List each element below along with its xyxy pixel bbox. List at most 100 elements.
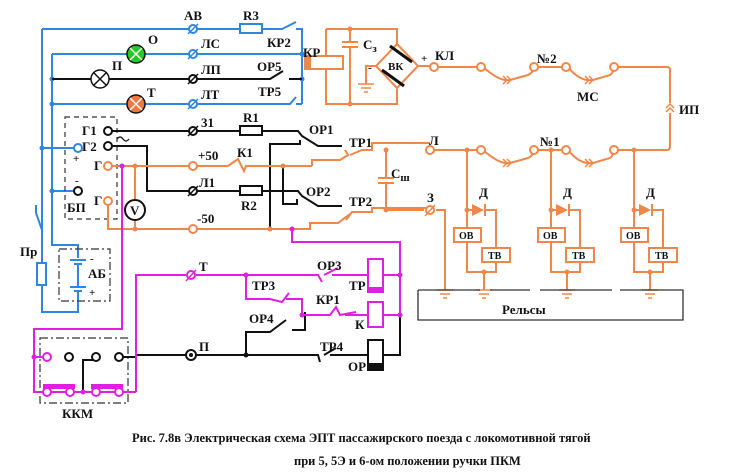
label-or-coil: ОР <box>348 359 366 374</box>
label-kr1: КР1 <box>316 292 340 307</box>
label-g2: Г2 <box>82 139 97 154</box>
lamp-t <box>126 94 146 114</box>
label-no1: №1 <box>540 134 560 149</box>
label-or2: ОР2 <box>306 184 331 199</box>
label-ms: МС <box>577 89 599 104</box>
terminal-t <box>185 269 197 282</box>
label-tr5: ТР5 <box>258 84 282 99</box>
label-ab-plus: + <box>89 287 95 299</box>
label-l: Л <box>429 133 439 148</box>
terminal-plus50 <box>188 161 198 171</box>
label-ov-2: ОВ <box>543 231 558 242</box>
lamp-p <box>52 69 302 89</box>
figure-caption-line1: Рис. 7.8в Электрическая схема ЭПТ пассаж… <box>132 431 591 445</box>
label-lamp-p: П <box>112 58 122 73</box>
terminal-lt <box>187 98 199 110</box>
terminal-l1 <box>187 185 199 197</box>
terminal-31 <box>187 125 199 137</box>
label-lamp-o: О <box>148 32 158 47</box>
ov-box-3 <box>620 227 649 243</box>
tv-box-3 <box>648 247 678 263</box>
label-ov-3: ОВ <box>626 231 641 242</box>
label-d-1: Д <box>479 185 488 200</box>
label-pr: Пр <box>20 244 37 259</box>
label-r2: R2 <box>241 198 257 213</box>
label-31: 31 <box>201 115 214 130</box>
label-bp: БП <box>67 200 86 215</box>
rails-box <box>417 289 684 321</box>
label-kr: КР <box>303 45 320 60</box>
lamp-o <box>126 44 146 64</box>
label-k-coil: К <box>355 317 365 332</box>
label-voltmeter: V <box>130 203 140 218</box>
label-lamp-t: Т <box>147 85 156 100</box>
label-ov-1: ОВ <box>459 231 474 242</box>
label-minus50: -50 <box>197 211 214 226</box>
label-vk: ВК <box>388 61 403 73</box>
label-or5: ОР5 <box>257 59 282 74</box>
ov-box-2 <box>537 227 566 243</box>
label-d-2: Д <box>563 185 572 200</box>
black-control-circuit <box>73 125 401 392</box>
label-kkm: ККМ <box>62 406 93 421</box>
terminal-minus50 <box>188 224 198 234</box>
label-no2: №2 <box>537 51 557 66</box>
label-ab-minus: - <box>90 253 94 265</box>
label-tv-3: ТВ <box>655 251 669 262</box>
label-lt: ЛТ <box>201 87 220 102</box>
label-c3: Сз <box>363 37 377 55</box>
label-t-term: Т <box>199 259 208 274</box>
label-tr3: ТР3 <box>252 278 276 293</box>
figure-caption-line2: при 5, 5Э и 6-ом положении ручки ПКМ <box>294 454 521 468</box>
terminal-p <box>185 349 197 361</box>
ac-symbol <box>116 136 130 142</box>
label-g-minus: Г <box>94 193 102 208</box>
terminal-ls <box>187 48 199 60</box>
kkm-controller <box>34 337 136 404</box>
tv-box-2 <box>565 247 595 263</box>
label-tv-2: ТВ <box>572 251 586 262</box>
blue-lamp-circuit <box>35 21 305 313</box>
label-tr1: ТР1 <box>349 135 372 150</box>
terminal-av <box>187 23 199 35</box>
label-tr-coil: ТР <box>349 278 366 293</box>
wagon-unit-2 <box>548 150 581 299</box>
label-kr2: КР2 <box>267 35 291 50</box>
label-tr4: ТР4 <box>320 339 344 354</box>
terminal-lp <box>187 73 199 85</box>
label-d-3: Д <box>646 185 655 200</box>
ov-box-1 <box>453 227 482 243</box>
label-g-plus: Г <box>94 158 102 173</box>
tv-box-1 <box>481 247 511 263</box>
label-ip: ИП <box>679 102 699 117</box>
label-av: АВ <box>184 8 202 23</box>
label-ls: ЛС <box>201 36 220 51</box>
label-r3: R3 <box>243 8 259 23</box>
label-ab: АБ <box>88 266 106 281</box>
ab-battery-box <box>58 248 111 302</box>
label-plus-bp: + <box>73 153 79 165</box>
label-r1: R1 <box>243 110 259 125</box>
voltmeter <box>124 199 146 221</box>
label-or3: ОР3 <box>317 258 342 273</box>
label-plus-vk: + <box>421 53 427 65</box>
label-plus50: +50 <box>198 148 218 163</box>
wagon-unit-3 <box>631 150 664 299</box>
bp-power-unit-box <box>64 116 118 220</box>
label-or1: ОР1 <box>309 122 334 137</box>
label-csh: Сш <box>391 166 410 184</box>
label-p-term: П <box>199 339 209 354</box>
label-g1: Г1 <box>82 123 97 138</box>
label-minus-vk: - <box>368 62 372 74</box>
label-rails: Рельсы <box>502 302 546 317</box>
wagon-unit-1 <box>464 150 497 299</box>
label-or4: ОР4 <box>249 311 274 326</box>
label-z: З <box>427 190 434 205</box>
label-lp: ЛП <box>201 62 221 77</box>
magenta-control-circuit <box>31 163 403 393</box>
label-l1: Л1 <box>199 175 215 190</box>
label-tr2: ТР2 <box>349 194 372 209</box>
label-k1: К1 <box>237 145 253 160</box>
label-kl: КЛ <box>435 48 454 63</box>
